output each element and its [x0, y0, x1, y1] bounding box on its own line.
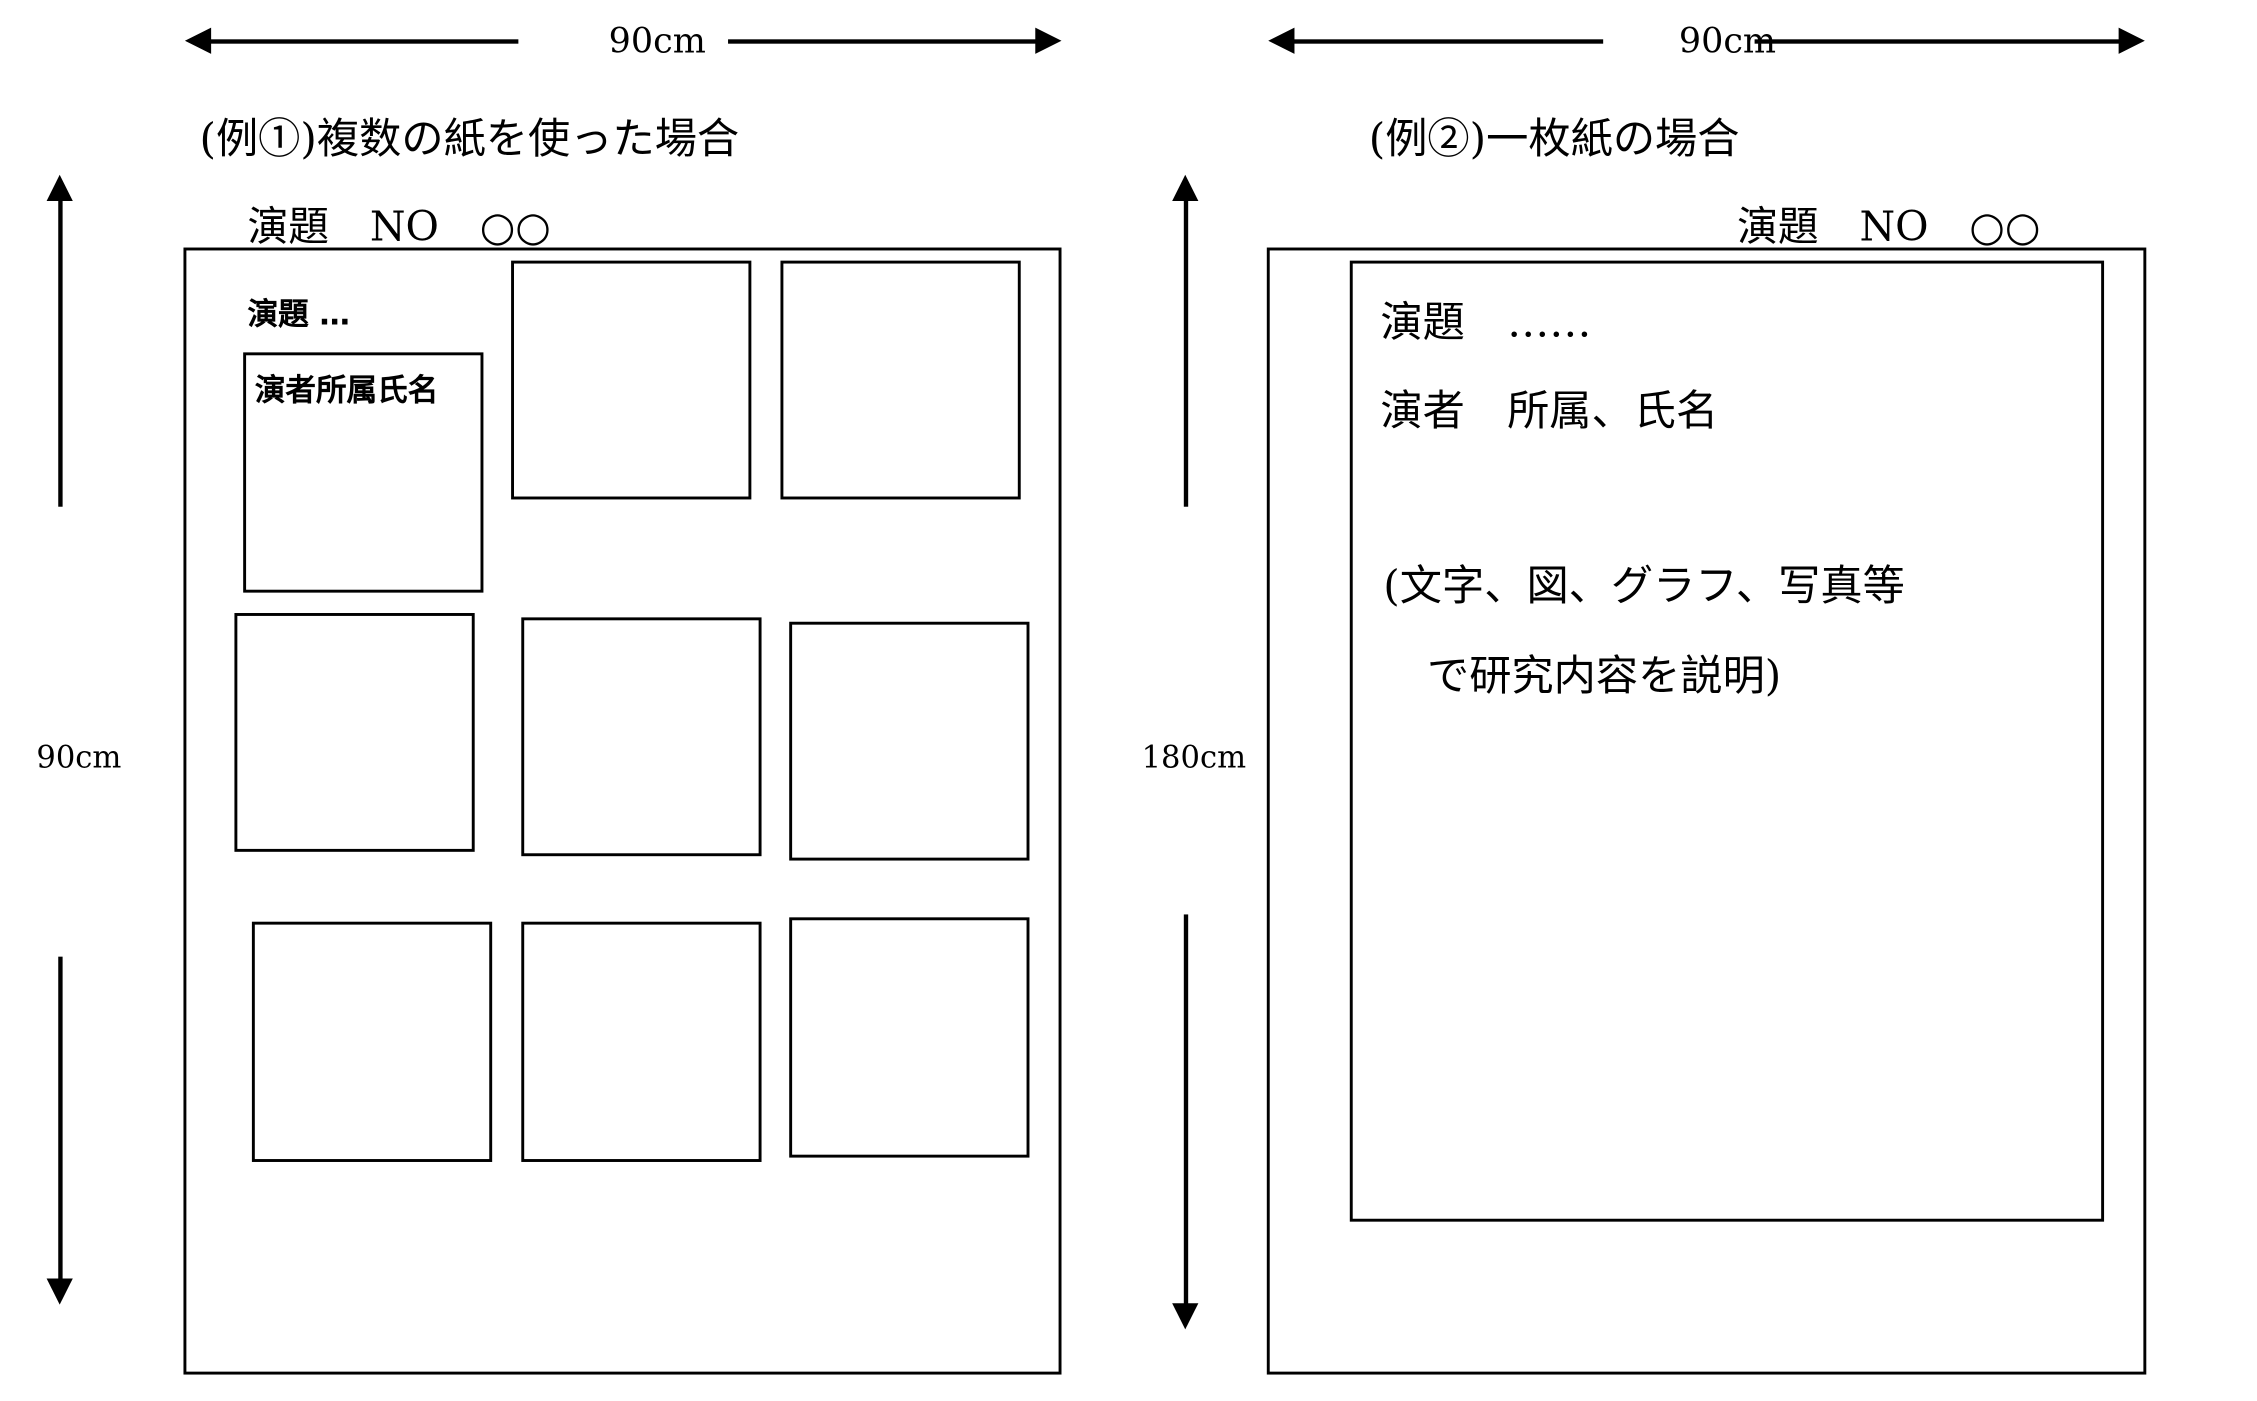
width-label: 90cm — [608, 20, 706, 62]
dimension-line — [1183, 196, 1189, 507]
content-sheet — [780, 260, 1021, 500]
example1-number-label: 演題 NO ○○ — [247, 202, 551, 251]
content-sheet — [234, 613, 475, 852]
example2-number-label: 演題 NO ○○ — [1737, 202, 2041, 251]
arrow-down-icon — [1172, 1303, 1199, 1330]
arrow-down-icon — [46, 1278, 73, 1305]
content-sheet — [789, 917, 1030, 1158]
single-sheet — [1349, 260, 2105, 1222]
example1-title: (例①)複数の紙を使った場合 — [199, 113, 740, 164]
content-sheet — [511, 260, 752, 500]
topic-line: 演題 …… — [1380, 297, 1592, 347]
dimension-line — [58, 196, 63, 507]
example1-topic-label: 演題 … — [247, 297, 350, 332]
dimension-line — [1183, 914, 1189, 1308]
arrow-right-icon — [2118, 27, 2145, 54]
example2-title: (例②)一枚紙の場合 — [1368, 113, 1740, 164]
dimension-line — [203, 39, 519, 44]
example2-poster-board — [1266, 247, 2147, 1375]
dimension-line — [58, 956, 63, 1283]
presenter-sheet: 演者所属氏名 — [243, 352, 484, 593]
width-label: 90cm — [1678, 20, 1777, 62]
content-description-line2: で研究内容を説明) — [1426, 650, 1782, 701]
dimension-line — [1754, 39, 2122, 44]
example1-poster-board — [183, 247, 1062, 1375]
content-sheet — [251, 921, 493, 1162]
arrow-right-icon — [1035, 27, 1062, 54]
content-sheet — [789, 621, 1030, 861]
dimension-line — [728, 39, 1042, 44]
presenter-label: 演者所属氏名 — [254, 372, 439, 408]
content-sheet — [521, 617, 762, 857]
content-description-line1: (文字、図、グラフ、写真等 — [1383, 560, 1905, 611]
height-label: 180cm — [1141, 739, 1247, 775]
dimension-line — [1287, 39, 1604, 44]
content-sheet — [521, 921, 762, 1162]
presenter-line: 演者 所属、氏名 — [1380, 385, 1719, 436]
height-label: 90cm — [36, 739, 122, 775]
